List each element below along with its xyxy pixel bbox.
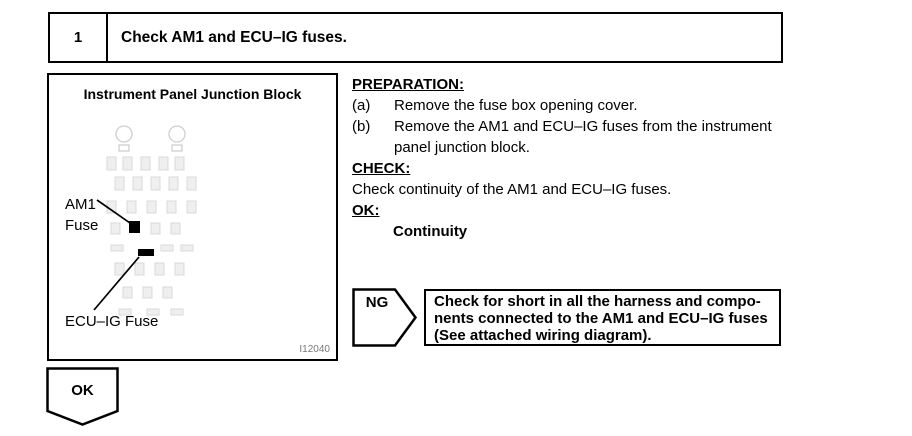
ok-flag-shape [46,367,119,426]
figure-title: Instrument Panel Junction Block [83,86,302,102]
step-number: 1 [50,14,108,61]
check-heading: CHECK: [352,160,411,177]
preparation-step-a: (a) Remove the fuse box opening cover. [352,95,788,116]
sketch-screw-holes [115,125,186,152]
ng-flag-shape [352,288,418,347]
ecuig-fuse-marker [138,249,154,256]
preparation-step-b: (b) Remove the AM1 and ECU–IG fuses from… [352,116,788,137]
ng-flag: NG [352,288,419,349]
ng-flag-label: NG [365,294,389,311]
check-text: Check continuity of the AM1 and ECU–IG f… [352,181,672,198]
am1-fuse-label: AM1 Fuse [65,194,98,236]
step-title: Check AM1 and ECU–IG fuses. [121,28,347,46]
procedure-text: PREPARATION: (a) Remove the fuse box ope… [352,74,788,242]
ok-heading: OK: [352,202,380,219]
ng-action-line2: nents connected to the AM1 and ECU–IG fu… [434,310,768,327]
step-header: 1 Check AM1 and ECU–IG fuses. [48,12,783,63]
ecuig-leader-line [93,256,140,311]
ng-action-line1: Check for short in all the harness and c… [434,293,761,310]
ok-result: Continuity [393,223,468,240]
figure-id: I12040 [299,344,330,355]
step-b-label: (b) [352,118,371,135]
ng-action-box: Check for short in all the harness and c… [424,289,781,346]
junction-block-illustration [93,125,197,316]
ok-flag-label: OK [71,382,94,399]
figure-panel: Instrument Panel Junction Block [47,73,338,361]
ecuig-fuse-label: ECU–IG Fuse [65,313,159,330]
step-b-text-line1: Remove the AM1 and ECU–IG fuses from the… [394,118,772,135]
am1-fuse-label-line2: Fuse [65,217,99,234]
ok-flag: OK [46,367,119,428]
am1-leader-line [96,199,131,224]
step-a-text: Remove the fuse box opening cover. [394,97,638,114]
am1-fuse-marker [129,221,140,233]
step-a-label: (a) [352,97,371,114]
am1-fuse-label-line1: AM1 [65,196,96,213]
step-b-text-line2: panel junction block. [394,139,530,156]
preparation-heading: PREPARATION: [352,76,464,93]
ng-action-line3: (See attached wiring diagram). [434,327,652,344]
sketch-fuse-grid [106,156,197,316]
